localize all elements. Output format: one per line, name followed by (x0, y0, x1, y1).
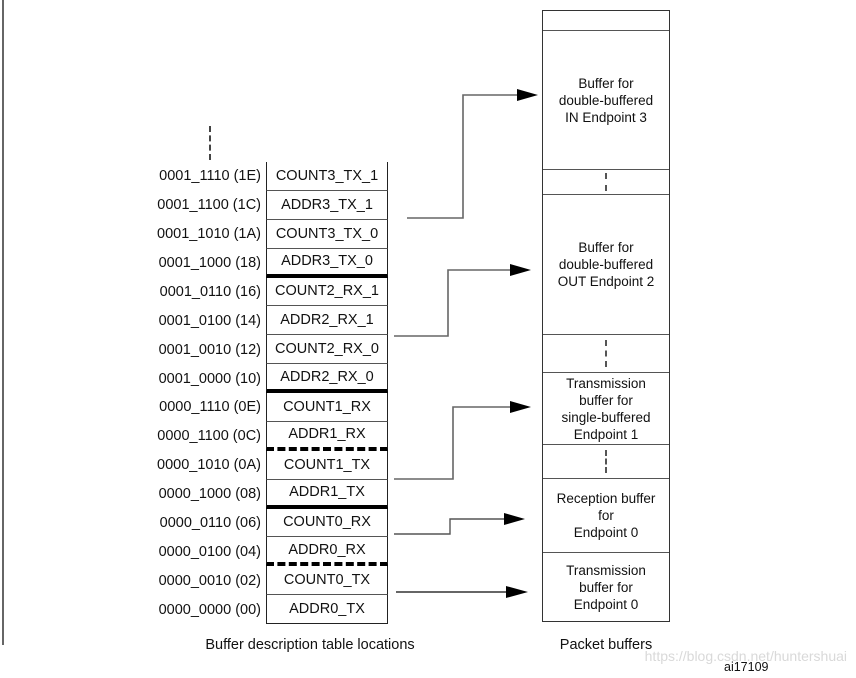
packet-buffer-label: Buffer for double-buffered IN Endpoint 3 (558, 75, 654, 125)
packet-buffer-label: Transmission buffer for Endpoint 0 (566, 562, 646, 612)
bdt-address: 0001_1100 (1C) (157, 197, 261, 214)
packet-buffer-cell: Transmission buffer for Endpoint 0 (543, 553, 669, 621)
packet-buffer-label: Transmission buffer for single-buffered … (561, 375, 651, 442)
bdt-row: 0000_1100 (0C) ADDR1_RX (140, 421, 388, 451)
bdt-address: 0000_0000 (00) (158, 601, 261, 618)
packet-buffer-cell (543, 11, 669, 31)
bdt-address: 0001_1010 (1A) (157, 226, 261, 243)
bdt-register: ADDR3_TX_0 (266, 248, 388, 278)
bdt-address: 0000_0100 (04) (158, 543, 261, 560)
caption-packet-buffers: Packet buffers (559, 637, 653, 653)
figure-id: ai17109 (724, 660, 769, 674)
bdt-address: 0000_0010 (02) (158, 572, 261, 589)
bdt-address: 0001_0010 (12) (158, 341, 261, 358)
bdt-row: 0001_1100 (1C) ADDR3_TX_1 (140, 190, 388, 220)
arrow-addr1-tx-to-ep1-buffer (394, 401, 531, 480)
arrow-addr2-rx-to-ep2-buffer (394, 264, 531, 337)
ellipsis-dots (605, 449, 607, 474)
bdt-address: 0000_1000 (08) (158, 486, 261, 503)
packet-buffer-cell: Transmission buffer for single-buffered … (543, 373, 669, 445)
bdt-address: 0000_0110 (06) (159, 514, 261, 531)
bdt-address: 0001_0100 (14) (158, 312, 261, 329)
bdt-row: 0001_1110 (1E) COUNT3_TX_1 (140, 162, 388, 191)
bdt-register: COUNT2_RX_0 (266, 335, 388, 365)
page-left-border (2, 0, 4, 645)
watermark-text: https://blog.csdn.net/huntershuai (644, 648, 847, 664)
bdt-register: COUNT3_TX_1 (266, 162, 388, 191)
bdt-row: 0000_0100 (04) ADDR0_RX (140, 537, 388, 567)
bdt-register: ADDR0_RX (266, 537, 388, 567)
packet-buffer-cell (543, 445, 669, 479)
bdt-address: 0000_1110 (0E) (159, 399, 261, 416)
bdt-row: 0000_1010 (0A) COUNT1_TX (140, 450, 388, 480)
bdt-register: ADDR2_RX_0 (266, 364, 388, 393)
bdt-address: 0001_1110 (1E) (159, 168, 261, 185)
packet-buffer-cell: Buffer for double-buffered OUT Endpoint … (543, 195, 669, 335)
bdt-register: ADDR0_TX (266, 595, 388, 624)
bdt-address: 0001_0110 (16) (159, 283, 261, 300)
bdt-register: COUNT1_RX (266, 393, 388, 422)
packet-buffer-cell: Reception buffer for Endpoint 0 (543, 479, 669, 553)
ellipsis-dots (605, 173, 607, 191)
buffer-description-table: 0001_1110 (1E) COUNT3_TX_1 0001_1100 (1C… (140, 162, 388, 624)
caption-buffer-description-table: Buffer description table locations (205, 637, 415, 653)
packet-buffer-label: Reception buffer for Endpoint 0 (556, 491, 656, 540)
packet-buffer-cell: Buffer for double-buffered IN Endpoint 3 (543, 31, 669, 170)
bdt-row: 0001_1000 (18) ADDR3_TX_0 (140, 248, 388, 278)
bdt-register: COUNT3_TX_0 (266, 219, 388, 249)
packet-buffers-column: Buffer for double-buffered IN Endpoint 3… (542, 10, 670, 622)
table-continuation-dots (209, 126, 211, 160)
bdt-register: ADDR1_TX (266, 479, 388, 509)
bdt-row: 0001_0100 (14) ADDR2_RX_1 (140, 306, 388, 336)
bdt-register: ADDR2_RX_1 (266, 306, 388, 336)
bdt-address: 0001_0000 (10) (158, 370, 261, 387)
arrow-addr0-tx-to-ep0-tx-buffer (396, 586, 528, 598)
bdt-register: COUNT0_RX (266, 508, 388, 538)
packet-buffer-cell (543, 335, 669, 373)
arrow-addr3-tx-to-ep3-buffer (407, 89, 538, 219)
ellipsis-dots (605, 340, 607, 367)
bdt-register: COUNT0_TX (266, 566, 388, 596)
bdt-row: 0001_0110 (16) COUNT2_RX_1 (140, 277, 388, 307)
bdt-row: 0001_1010 (1A) COUNT3_TX_0 (140, 219, 388, 249)
bdt-register: COUNT2_RX_1 (266, 277, 388, 307)
bdt-address: 0000_1100 (0C) (157, 428, 261, 445)
bdt-row: 0000_0010 (02) COUNT0_TX (140, 566, 388, 596)
bdt-row: 0000_1110 (0E) COUNT1_RX (140, 393, 388, 422)
bdt-row: 0001_0000 (10) ADDR2_RX_0 (140, 364, 388, 393)
bdt-register: COUNT1_TX (266, 450, 388, 480)
bdt-row: 0000_1000 (08) ADDR1_TX (140, 479, 388, 509)
bdt-address: 0000_1010 (0A) (157, 457, 261, 474)
bdt-register: ADDR3_TX_1 (266, 190, 388, 220)
packet-buffer-cell (543, 170, 669, 195)
arrow-addr0-rx-to-ep0-rx-buffer (394, 513, 525, 535)
bdt-row: 0000_0110 (06) COUNT0_RX (140, 508, 388, 538)
bdt-row: 0001_0010 (12) COUNT2_RX_0 (140, 335, 388, 365)
bdt-address: 0001_1000 (18) (158, 255, 261, 272)
bdt-row: 0000_0000 (00) ADDR0_TX (140, 595, 388, 624)
bdt-register: ADDR1_RX (266, 421, 388, 451)
packet-buffer-label: Buffer for double-buffered OUT Endpoint … (557, 240, 655, 289)
